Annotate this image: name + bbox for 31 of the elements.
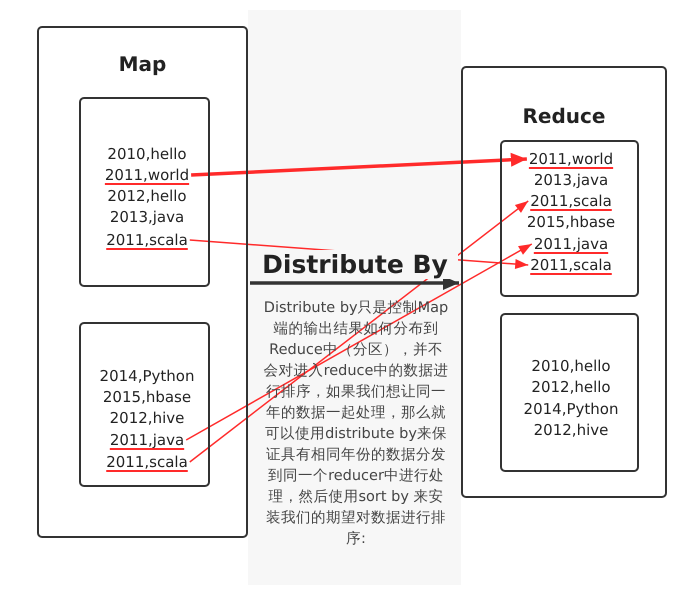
mapping-arrow (186, 243, 532, 441)
data-record: 2011,world (104, 166, 190, 184)
group-panel (37, 26, 248, 538)
record-box (79, 322, 210, 487)
panel-heading: Map (118, 52, 168, 76)
data-record: 2014,Python (100, 367, 194, 385)
data-record: 2015,hbase (102, 388, 192, 406)
data-record: 2011,java (110, 431, 184, 449)
data-record: 2012,hive (534, 421, 608, 439)
data-record: 2011,java (534, 235, 608, 253)
data-record: 2011,world (528, 150, 614, 168)
record-box (500, 313, 639, 472)
record-box (500, 140, 639, 297)
data-record: 2011,scala (106, 453, 188, 471)
data-record: 2011,scala (106, 231, 188, 249)
data-record: 2012,hello (531, 378, 611, 396)
data-record: 2011,scala (530, 192, 612, 210)
data-record: 2015,hbase (526, 213, 616, 231)
data-record: 2013,java (534, 171, 608, 189)
data-record: 2012,hive (110, 409, 184, 427)
data-record: 2014,Python (524, 400, 618, 418)
group-panel (461, 66, 667, 498)
data-record: 2010,hello (107, 145, 187, 163)
data-record: 2013,java (110, 208, 184, 226)
data-record: 2010,hello (531, 357, 611, 375)
data-record: 2011,scala (530, 256, 612, 274)
mapping-arrow (189, 200, 529, 463)
record-box (79, 97, 210, 287)
panel-heading: Reduce (522, 104, 606, 128)
data-record: 2012,hello (107, 187, 187, 205)
mapping-arrow (191, 152, 527, 177)
